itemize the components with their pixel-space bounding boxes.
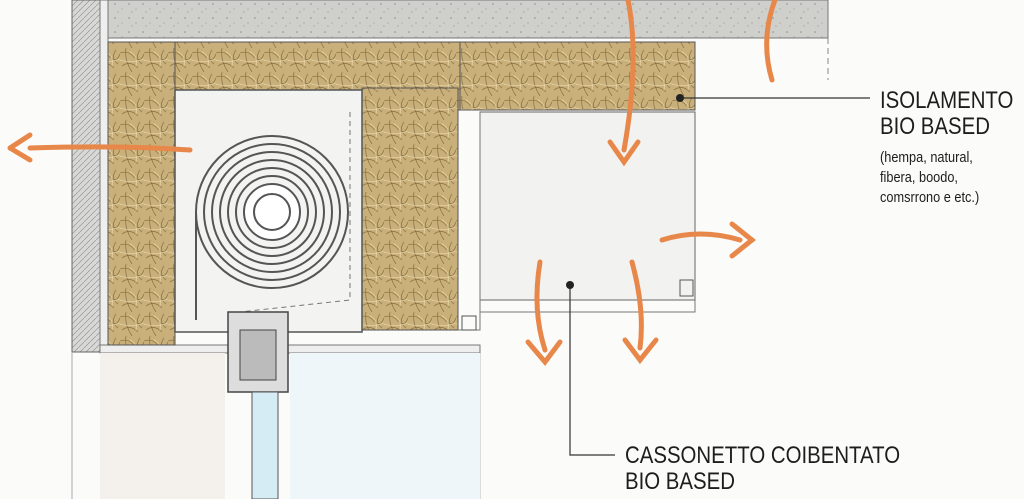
insulation-detail-line1: (hempa, natural, [880,149,973,166]
window-glass [251,391,279,499]
insulation-left [107,41,176,346]
shutter-box-casing [479,111,696,301]
concrete-slab [99,0,829,39]
insulation-label: ISOLAMENTO BIO BASED [880,88,1013,140]
shutter-roll [195,135,349,289]
insulation-title-line2: BIO BASED [880,113,990,140]
insulation-details: (hempa, natural, fibera, boodo, comsrron… [880,148,979,208]
heat-flow-arrows [7,0,778,367]
insulation-middle [361,87,459,331]
box-title-line2: BIO BASED [625,468,735,495]
box-title-line1: CASSONETTO COIBENTATO [625,442,901,469]
insulation-detail-line2: fibera, boodo, [880,169,958,186]
wall-section [71,0,101,353]
insulation-detail-line3: comsrrono e etc.) [880,189,980,206]
box-label: CASSONETTO COIBENTATO BIO BASED [625,443,900,495]
insulation-title-line1: ISOLAMENTO [880,87,1014,114]
